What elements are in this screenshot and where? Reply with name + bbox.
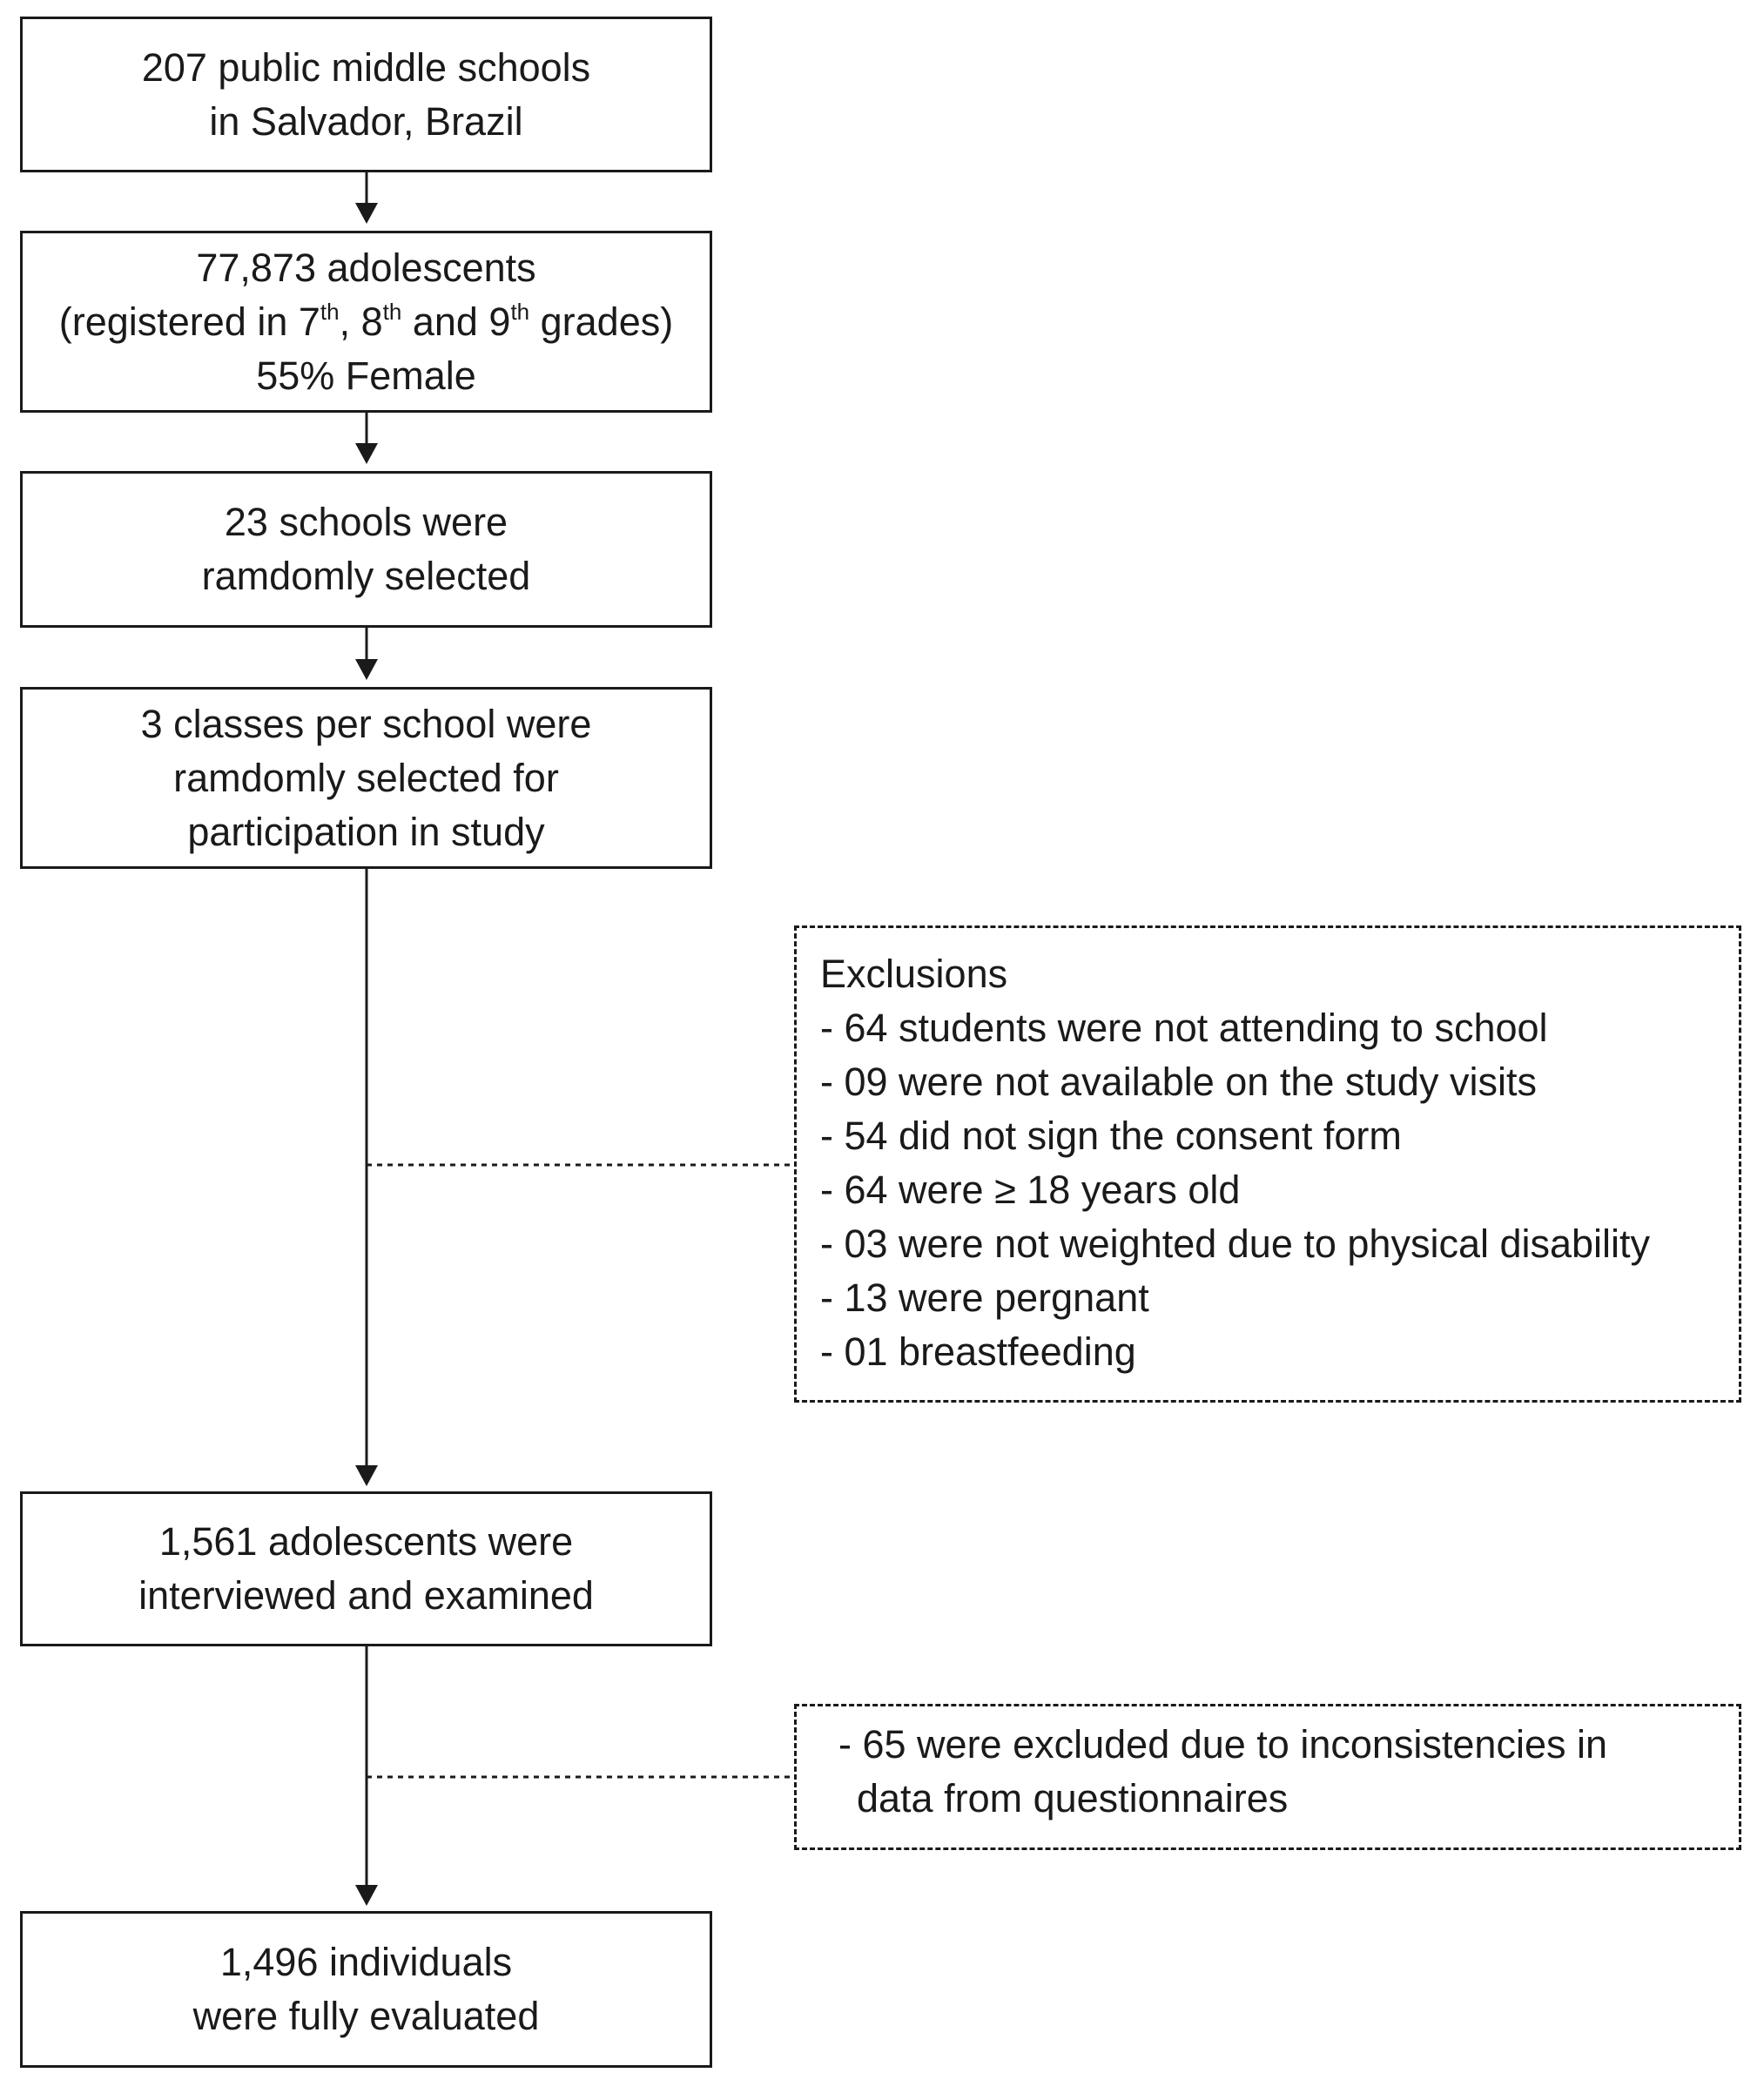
exclusion-item: - 64 students were not attending to scho… <box>820 1006 1548 1050</box>
arrow-2-head <box>355 443 378 464</box>
exclusion-item: - 64 were ≥ 18 years old <box>820 1168 1241 1212</box>
grades-prefix: (registered in 7 <box>58 299 320 344</box>
grade-7-sup: th <box>320 298 340 325</box>
adolescents-box: 77,873 adolescents (registered in 7th, 8… <box>20 231 712 413</box>
exclusions-box-2: - 65 were excluded due to inconsistencie… <box>794 1704 1741 1850</box>
classes-line-2: ramdomly selected for <box>173 755 559 800</box>
exclusions-2-line-2: data from questionnaires <box>857 1776 1289 1820</box>
grade-8-sup: th <box>382 298 402 325</box>
arrow-4-head <box>355 1465 378 1486</box>
arrow-1-head <box>355 203 378 224</box>
exclusions-box-1: Exclusions - 64 students were not attend… <box>794 925 1741 1403</box>
interviewed-line-1: 1,561 adolescents were <box>158 1519 574 1564</box>
schools-box: 207 public middle schools in Salvador, B… <box>20 17 712 172</box>
classes-line-3: participation in study <box>187 809 545 854</box>
selected-schools-box: 23 schools were ramdomly selected <box>20 471 712 628</box>
arrow-5-head <box>355 1885 378 1906</box>
evaluated-box: 1,496 individuals were fully evaluated <box>20 1911 712 2068</box>
exclusions-title: Exclusions <box>820 952 1008 996</box>
exclusions-2-line-1: - 65 were excluded due to inconsistencie… <box>838 1722 1608 1767</box>
evaluated-line-1: 1,496 individuals <box>219 1940 513 1984</box>
evaluated-line-2: were fully evaluated <box>192 1994 540 2038</box>
classes-line-1: 3 classes per school were <box>140 701 592 746</box>
interviewed-box: 1,561 adolescents were interviewed and e… <box>20 1491 712 1646</box>
adolescents-line-2: (registered in 7th, 8th and 9th grades) <box>59 295 673 349</box>
exclusion-item: - 13 were pergnant <box>820 1275 1149 1320</box>
exclusion-item: - 01 breastfeeding <box>820 1329 1136 1374</box>
schools-line-1: 207 public middle schools <box>141 44 591 90</box>
grade-9-sup: th <box>510 298 530 325</box>
selected-schools-line-1: 23 schools were <box>224 500 508 544</box>
exclusion-item: - 09 were not available on the study vis… <box>820 1060 1537 1104</box>
interviewed-line-2: interviewed and examined <box>138 1573 594 1618</box>
adolescents-line-3: 55% Female <box>256 353 476 398</box>
selected-schools-line-2: ramdomly selected <box>201 554 531 598</box>
schools-line-2: in Salvador, Brazil <box>209 98 523 144</box>
grades-suffix: grades) <box>529 299 674 344</box>
classes-box: 3 classes per school were ramdomly selec… <box>20 687 712 869</box>
exclusion-item: - 54 did not sign the consent form <box>820 1114 1402 1158</box>
exclusion-item: - 03 were not weighted due to physical d… <box>820 1221 1651 1266</box>
arrow-3-head <box>355 659 378 680</box>
grades-mid-1: , 8 <box>339 299 383 344</box>
grades-mid-2: and 9 <box>401 299 511 344</box>
adolescents-line-1: 77,873 adolescents <box>196 245 536 290</box>
